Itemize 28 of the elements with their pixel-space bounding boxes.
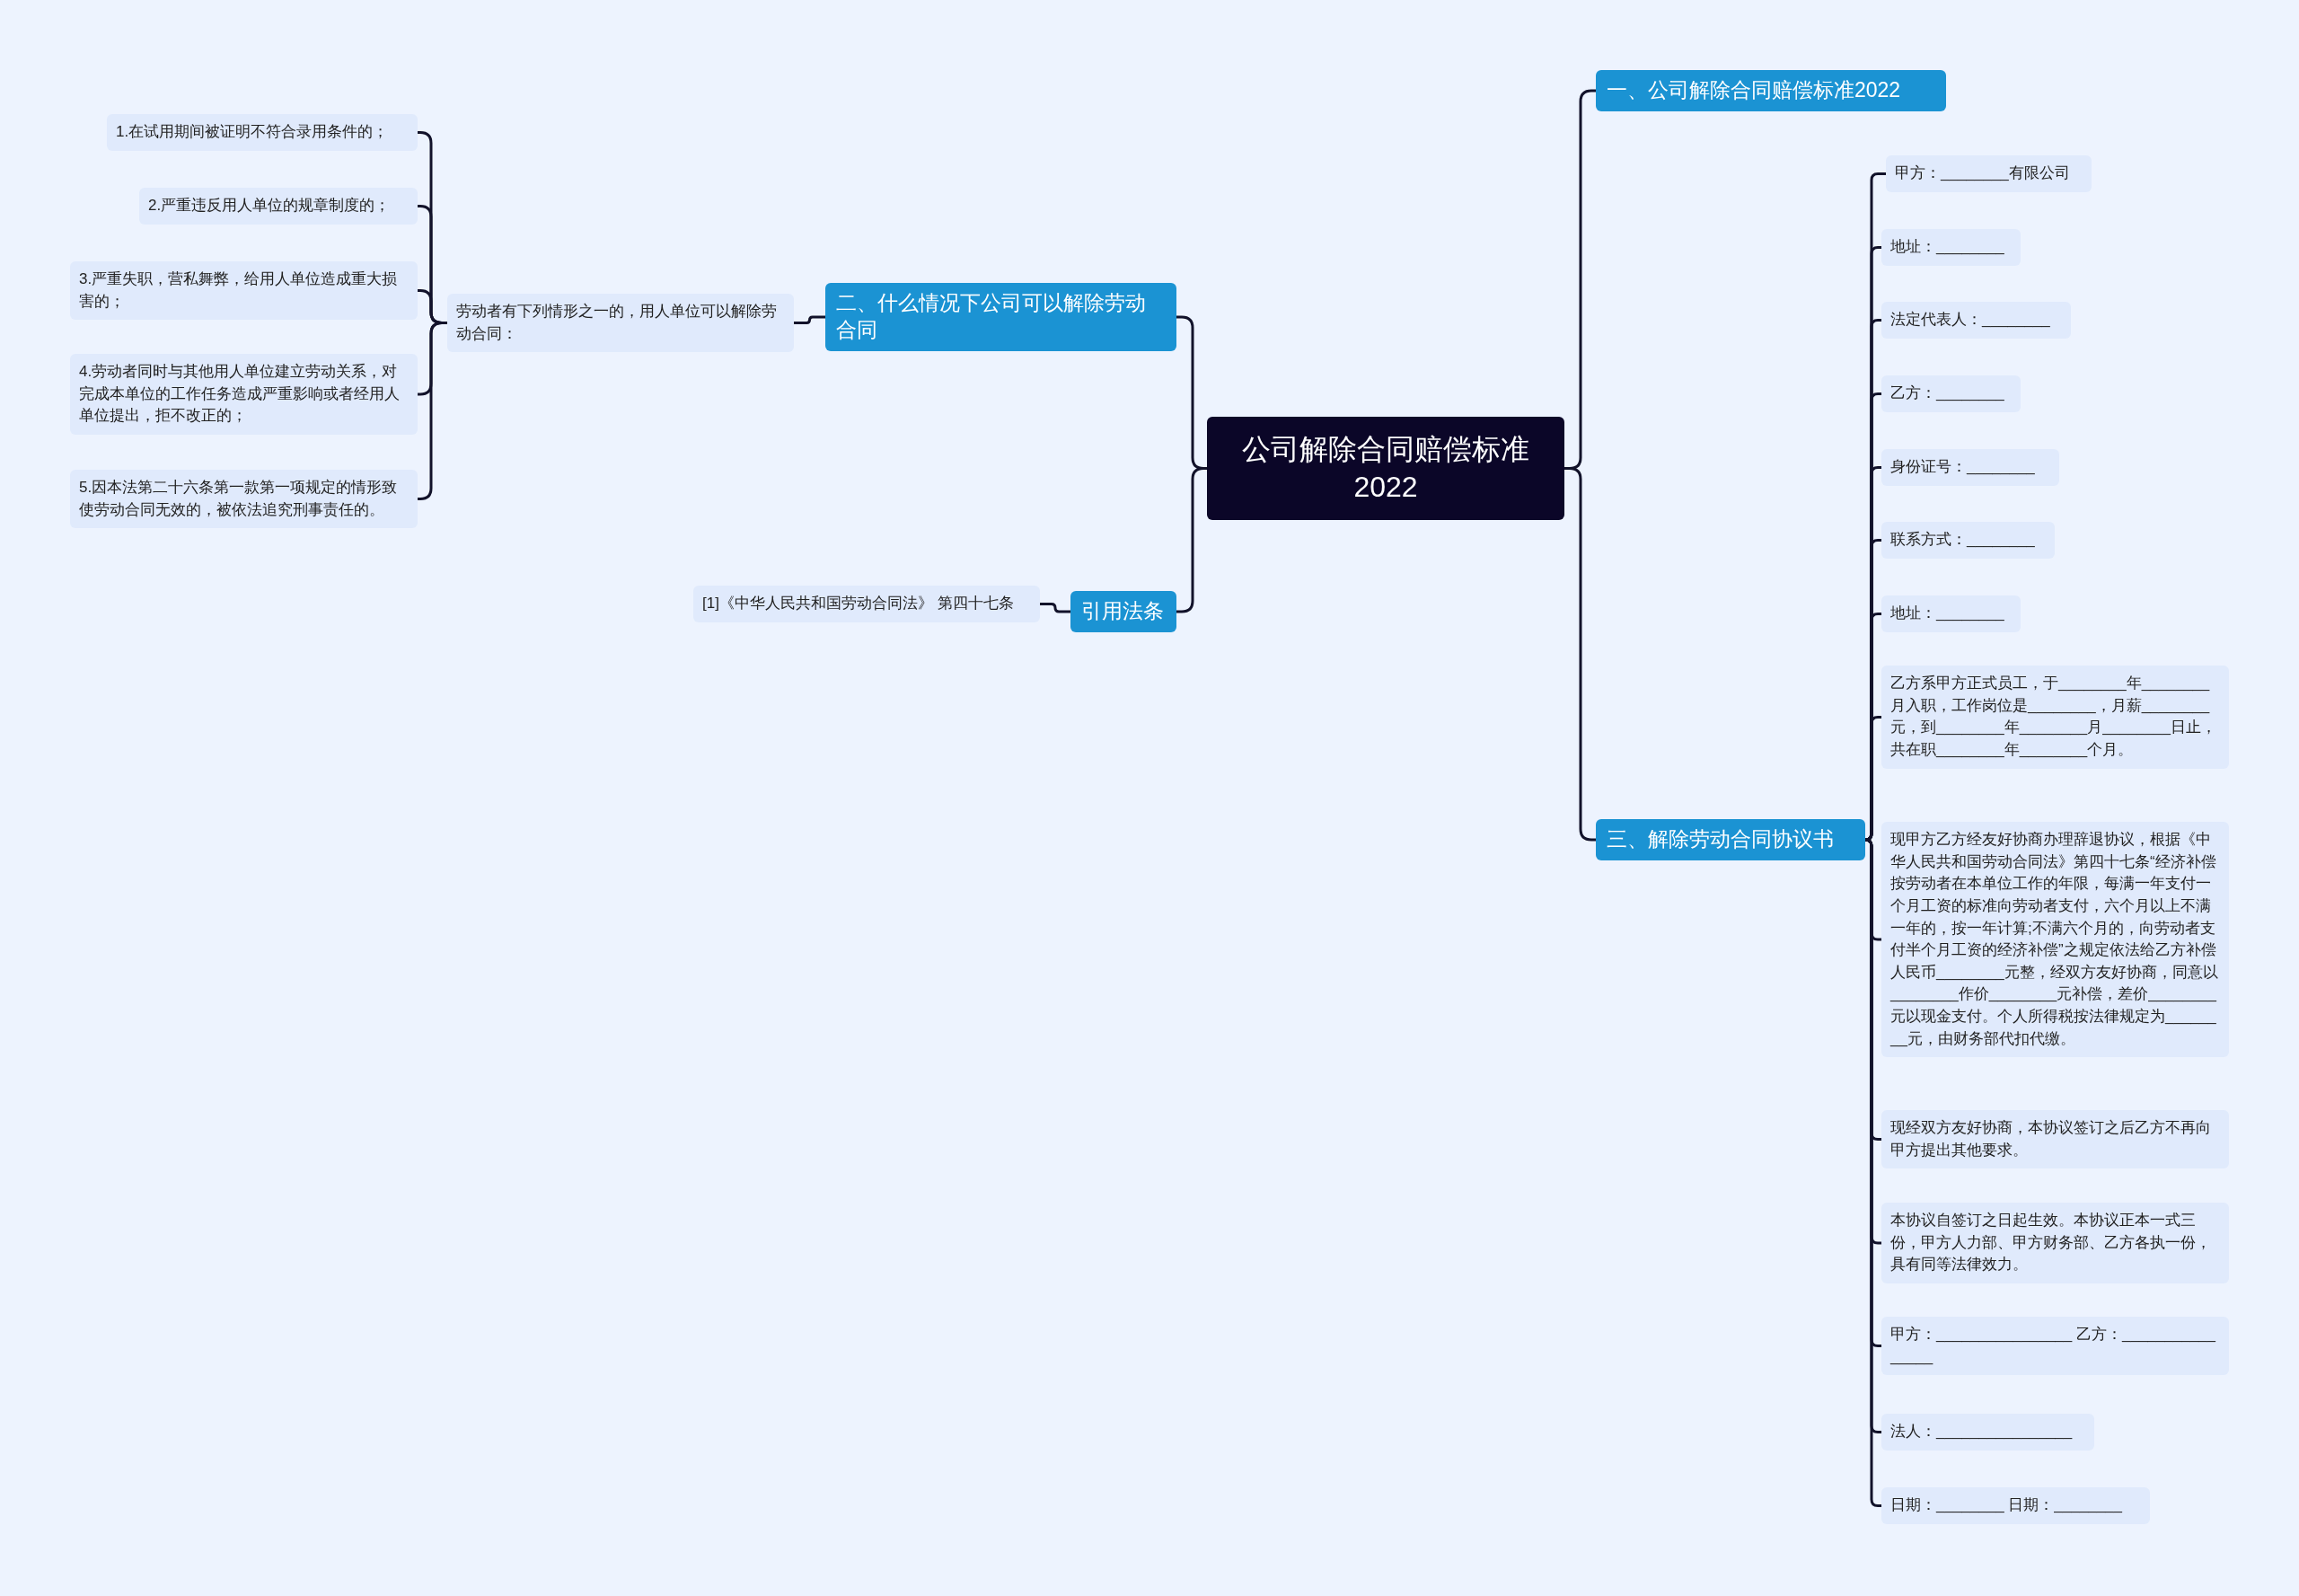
subtopic-box: 甲方：________________ 乙方：________________ [1881,1317,2229,1376]
connector-line [794,315,825,324]
subtopic-box: 日期：________ 日期：________ [1881,1487,2150,1524]
subtopic-box: 2.严重违反用人单位的规章制度的； [139,188,418,225]
subtopic-box: 3.严重失职，营私舞弊，给用人单位造成重大损害的； [70,261,418,321]
subtopic-box: 5.因本法第二十六条第一款第一项规定的情形致使劳动合同无效的，被依法追究刑事责任的。 [70,470,418,529]
subtopic-box: 现经双方友好协商，本协议签订之后乙方不再向甲方提出其他要求。 [1881,1110,2229,1169]
subtopic-box: 乙方：________ [1881,375,2021,412]
branch-topic-box: 一、公司解除合同赔偿标准2022 [1596,70,1946,111]
subtopic-box: 法人：________________ [1881,1414,2094,1451]
subtopic-box: 身份证号：________ [1881,449,2059,486]
subtopic-box: 地址：________ [1881,595,2021,632]
central-topic-box: 公司解除合同赔偿标准2022 [1207,417,1564,521]
connector-line [1040,603,1070,613]
branch-topic-box: 引用法条 [1070,591,1176,632]
subtopic-box: 乙方系甲方正式员工，于________年________月入职，工作岗位是________，月薪________元，到________年________月________日止，共在职________年________个月。 [1881,666,2229,769]
branch-topic-box: 二、什么情况下公司可以解除劳动合同 [825,283,1176,351]
branch-topic-box: 三、解除劳动合同协议书 [1596,819,1865,860]
subtopic-box: 甲方：________有限公司 [1886,155,2092,192]
subtopic-box: 地址：________ [1881,229,2021,266]
subtopic-box: 劳动者有下列情形之一的，用人单位可以解除劳动合同： [447,294,794,353]
subtopic-box: 本协议自签订之日起生效。本协议正本一式三份，甲方人力部、甲方财务部、乙方各执一份，具有同等法律效力。 [1881,1203,2229,1283]
subtopic-box: 4.劳动者同时与其他用人单位建立劳动关系，对完成本单位的工作任务造成严重影响或者经用人单位提出，拒不改正的； [70,354,418,435]
subtopic-box: 现甲方乙方经友好协商办理辞退协议，根据《中华人民共和国劳动合同法》第四十七条“经济补偿按劳动者在本单位工作的年限，每满一年支付一个月工资的标准向劳动者支付，六个月以上不满一年的，按一年计算;不满六个月的，向劳动者支付半个月工资的经济补偿”之规定依法给乙方补偿人民币________元整，经双方友好协商，同意以________作价________元补偿，差价________元以现金支付。个人所得税按法律规定为________元，由财务部代扣代缴。 [1881,822,2229,1058]
subtopic-box: 1.在试用期间被证明不符合录用条件的； [107,114,418,151]
subtopic-box: 联系方式：________ [1881,522,2055,559]
subtopic-box: 法定代表人：________ [1881,302,2071,339]
subtopic-box: [1]《中华人民共和国劳动合同法》 第四十七条 [693,586,1040,622]
